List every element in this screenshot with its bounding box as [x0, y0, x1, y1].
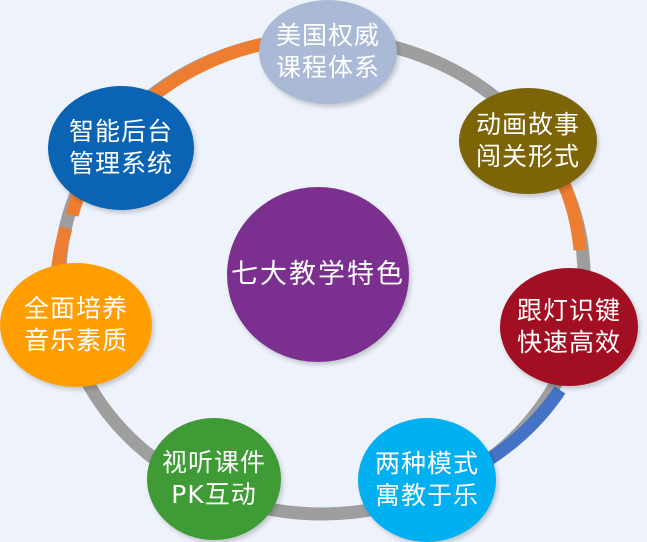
feature-line2: 寓教于乐	[374, 481, 479, 510]
feature-circle-curriculum: 美国权威 课程体系	[259, 0, 397, 104]
feature-line1: 跟灯识键	[516, 296, 621, 325]
feature-circle-two-modes: 两种模式 寓教于乐	[358, 418, 496, 542]
feature-circle-light-keys: 跟灯识键 快速高效	[500, 268, 638, 386]
feature-line2: 闯关形式	[475, 142, 580, 171]
feature-line1: 视听课件	[161, 448, 266, 477]
center-label: 七大教学特色	[231, 258, 405, 290]
feature-line2: PK互动	[171, 480, 257, 509]
feature-circle-music-quality: 全面培养 音乐素质	[0, 263, 152, 387]
feature-circle-av-courseware: 视听课件 PK互动	[147, 418, 281, 540]
feature-line2: 管理系统	[68, 149, 173, 178]
feature-line1: 美国权威	[275, 21, 380, 50]
feature-line1: 动画故事	[475, 110, 580, 139]
feature-line2: 快速高效	[516, 328, 621, 357]
ring-blue-arc-lower-right	[476, 386, 566, 471]
feature-line1: 两种模式	[374, 449, 479, 478]
feature-line2: 课程体系	[275, 53, 380, 82]
feature-line1: 智能后台	[68, 117, 173, 146]
feature-circle-smart-backend: 智能后台 管理系统	[48, 86, 194, 210]
feature-circle-animation: 动画故事 闯关形式	[459, 88, 597, 194]
feature-line2: 音乐素质	[23, 326, 128, 355]
feature-line1: 全面培养	[23, 294, 128, 323]
center-circle: 七大教学特色	[227, 187, 409, 362]
